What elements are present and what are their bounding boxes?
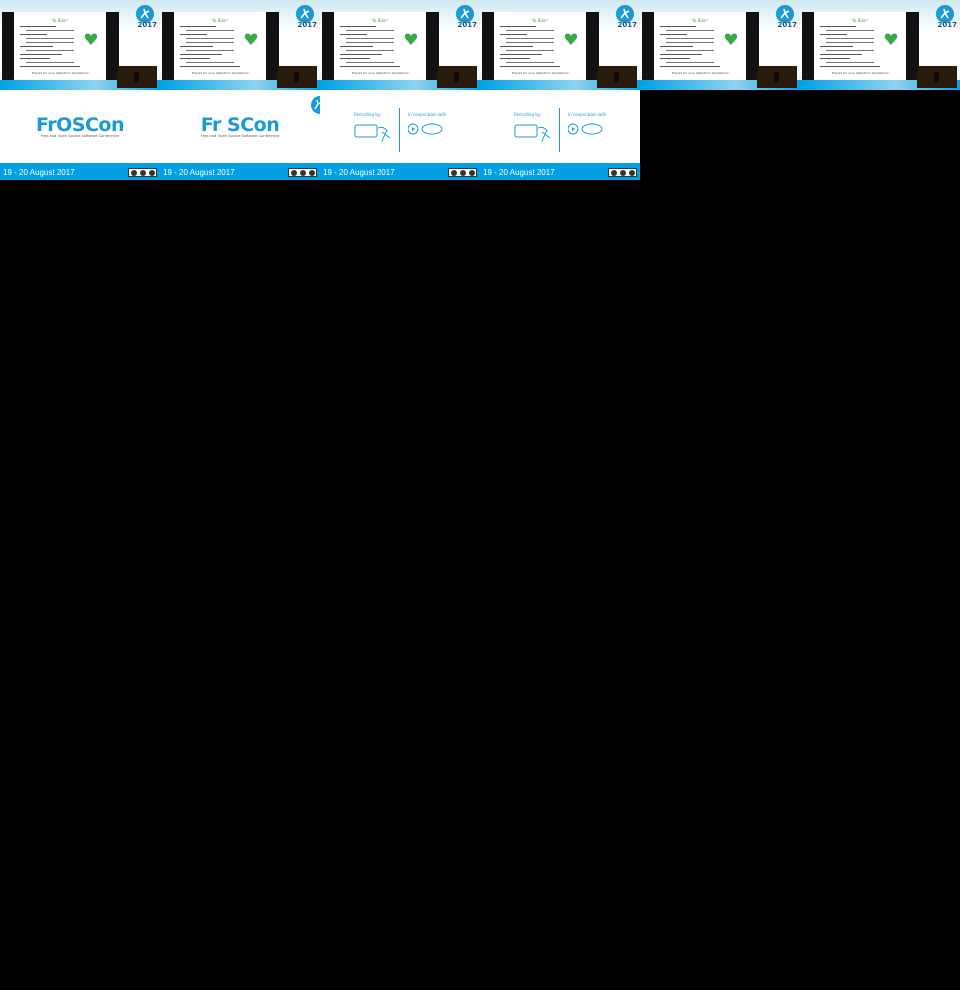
video-thumbnail-3[interactable]: Yo Bain! Thanks for your Attention! Ques… xyxy=(320,0,480,90)
slide-text-lines xyxy=(500,26,560,70)
speaker-inset xyxy=(917,66,957,88)
froscon-wordmark: FrOSCon xyxy=(36,114,125,136)
accent-band xyxy=(640,80,800,90)
froscon-wordmark: Fr SCon xyxy=(200,114,280,136)
heart-logo-icon xyxy=(884,32,898,46)
slide-title: Yo Bain! xyxy=(691,18,709,23)
creative-commons-icon xyxy=(448,168,477,177)
heart-logo-icon xyxy=(244,32,258,46)
footer-bar xyxy=(480,163,640,180)
slide-text-lines xyxy=(660,26,720,70)
speaker-inset xyxy=(437,66,477,88)
presentation-slide: Yo Bain! Thanks for your Attention! Ques… xyxy=(814,12,906,80)
conference-logo-icon xyxy=(296,5,314,23)
slide-title: Yo Bain! xyxy=(211,18,229,23)
slide-text-lines xyxy=(340,26,400,70)
accent-band xyxy=(480,80,640,90)
slide-footer: Thanks for your Attention! Questions? xyxy=(31,71,89,75)
brand-tagline: Free and Open Source Software Conference xyxy=(200,134,280,138)
heart-logo-icon xyxy=(404,32,418,46)
conference-logo-icon xyxy=(306,96,320,114)
recording-by-label: Recording by: xyxy=(514,112,542,117)
slide-footer: Thanks for your Attention! Questions? xyxy=(511,71,569,75)
event-date: 19 - 20 August 2017 xyxy=(163,168,235,177)
year-label: 2017 xyxy=(937,21,957,29)
accent-band xyxy=(0,80,160,90)
presentation-slide: Yo Bain! Thanks for your Attention! Ques… xyxy=(174,12,266,80)
video-thumbnail-4[interactable]: Yo Bain! Thanks for your Attention! Ques… xyxy=(480,0,640,90)
year-label: 2017 xyxy=(297,21,317,29)
divider xyxy=(399,108,400,152)
footer-bar xyxy=(0,163,160,180)
recording-sponsor-logo-icon xyxy=(514,122,552,144)
presentation-slide: Yo Bain! Thanks for your Attention! Ques… xyxy=(494,12,586,80)
footer-bar xyxy=(320,163,480,180)
video-thumbnail-2[interactable]: Yo Bain! Thanks for your Attention! Ques… xyxy=(160,0,320,90)
video-thumbnail-5[interactable]: Yo Bain! Thanks for your Attention! Ques… xyxy=(640,0,800,90)
slide-title: Yo Bain! xyxy=(851,18,869,23)
speaker-inset xyxy=(757,66,797,88)
event-date: 19 - 20 August 2017 xyxy=(323,168,395,177)
recording-sponsor-logo-icon xyxy=(354,122,392,144)
video-thumbnail-6[interactable]: Yo Bain! Thanks for your Attention! Ques… xyxy=(800,0,960,90)
speaker-inset xyxy=(597,66,637,88)
heart-logo-icon xyxy=(564,32,578,46)
conference-logo-icon xyxy=(456,5,474,23)
slide-title: Yo Bain! xyxy=(531,18,549,23)
creative-commons-icon xyxy=(608,168,637,177)
year-label: 2017 xyxy=(617,21,637,29)
conference-logo-icon xyxy=(936,5,954,23)
conference-logo-icon xyxy=(616,5,634,23)
creative-commons-icon xyxy=(128,168,157,177)
year-label: 2017 xyxy=(457,21,477,29)
presentation-slide: Yo Bain! Thanks for your Attention! Ques… xyxy=(654,12,746,80)
slide-footer: Thanks for your Attention! Questions? xyxy=(831,71,889,75)
suse-logo-icon xyxy=(568,122,604,136)
cooperation-label: In cooperation with xyxy=(568,112,607,117)
video-thumbnail-1[interactable]: Yo Bain! Thanks for your Attention! Ques… xyxy=(0,0,160,90)
slide-text-lines xyxy=(180,26,240,70)
video-thumbnail-10[interactable]: Recording by: In cooperation with 19 - 2… xyxy=(480,90,640,180)
accent-band xyxy=(320,80,480,90)
event-date: 19 - 20 August 2017 xyxy=(3,168,75,177)
year-label: 2017 xyxy=(777,21,797,29)
heart-logo-icon xyxy=(724,32,738,46)
accent-band xyxy=(800,80,960,90)
video-thumbnail-8[interactable]: Fr SCon Free and Open Source Software Co… xyxy=(160,90,320,180)
creative-commons-icon xyxy=(288,168,317,177)
event-date: 19 - 20 August 2017 xyxy=(483,168,555,177)
slide-footer: Thanks for your Attention! Questions? xyxy=(191,71,249,75)
conference-logo-icon xyxy=(776,5,794,23)
recording-by-label: Recording by: xyxy=(354,112,382,117)
year-label: 2017 xyxy=(137,21,157,29)
slide-title: Yo Bain! xyxy=(51,18,69,23)
video-thumbnail-9[interactable]: Recording by: In cooperation with 19 - 2… xyxy=(320,90,480,180)
presentation-slide: Yo Bain! Thanks for your Attention! Ques… xyxy=(334,12,426,80)
divider xyxy=(559,108,560,152)
conference-logo-icon xyxy=(136,5,154,23)
slide-title: Yo Bain! xyxy=(371,18,389,23)
heart-logo-icon xyxy=(84,32,98,46)
brand-tagline: Free and Open Source Software Conference xyxy=(40,134,120,138)
slide-text-lines xyxy=(820,26,880,70)
accent-band xyxy=(160,80,320,90)
presentation-slide: Yo Bain! Thanks for your Attention! Ques… xyxy=(14,12,106,80)
speaker-inset xyxy=(117,66,157,88)
video-thumbnail-7[interactable]: FrOSCon Free and Open Source Software Co… xyxy=(0,90,160,180)
speaker-inset xyxy=(277,66,317,88)
slide-footer: Thanks for your Attention! Questions? xyxy=(351,71,409,75)
footer-bar xyxy=(160,163,320,180)
slide-text-lines xyxy=(20,26,80,70)
slide-footer: Thanks for your Attention! Questions? xyxy=(671,71,729,75)
cooperation-label: In cooperation with xyxy=(408,112,447,117)
suse-logo-icon xyxy=(408,122,444,136)
